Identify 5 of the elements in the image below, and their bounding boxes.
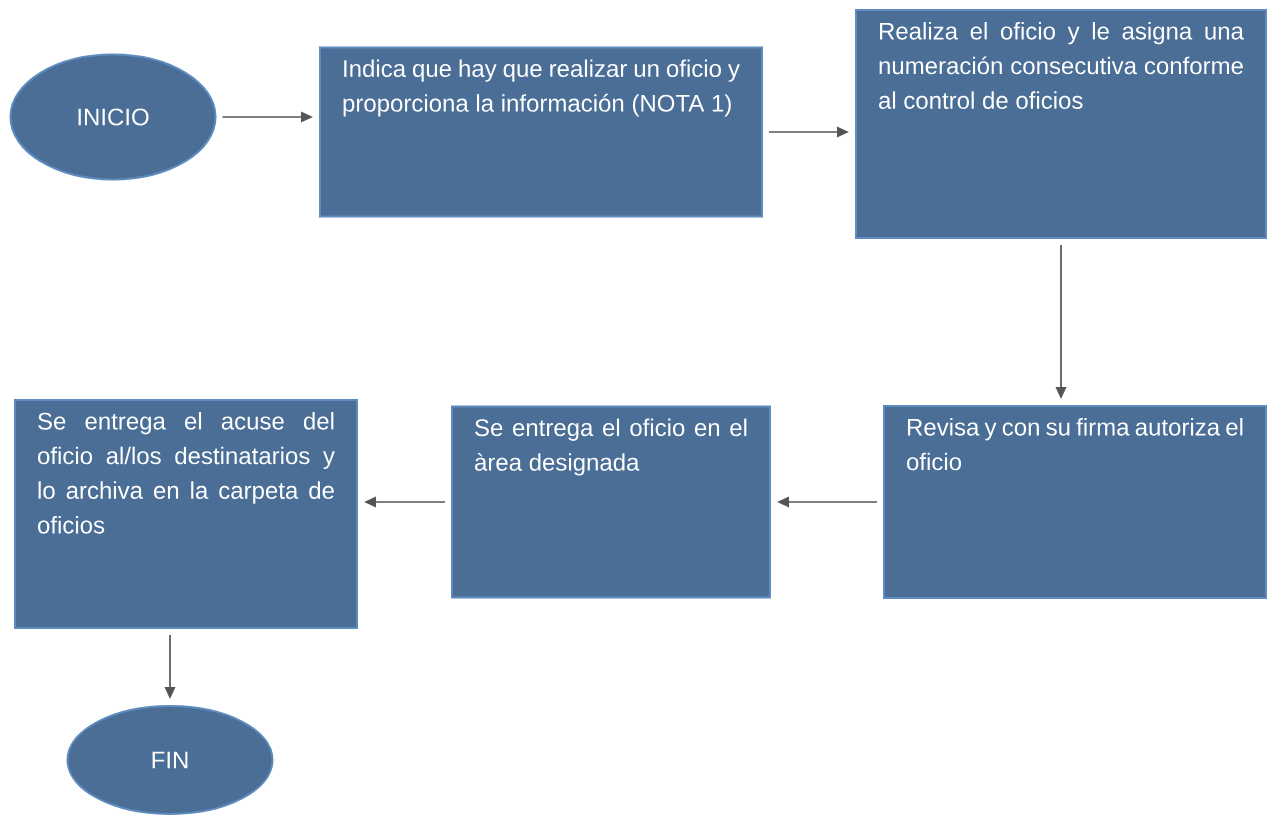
process-box: Realiza el oficio y le asigna una numeración consecutiva conforme al control de oficios	[855, 9, 1267, 239]
process-box: Revisa y con su firma autoriza el oficio	[883, 405, 1267, 599]
process-box: Se entrega el acuse del oficio al/los destinatarios y lo archiva en la carpeta de oficios	[14, 399, 358, 629]
process-box: Indica que hay que realizar un oficio y proporciona la información (NOTA 1)	[319, 46, 763, 218]
process-box: Se entrega el oficio en el àrea designada	[451, 405, 771, 599]
